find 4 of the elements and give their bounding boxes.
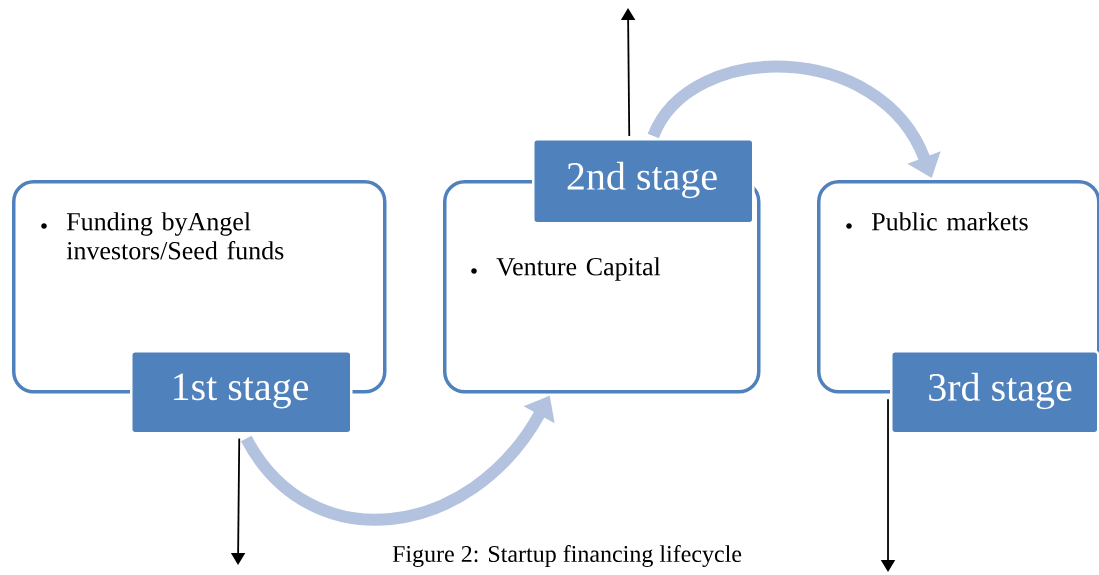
stage-label: 1st stage	[130, 350, 353, 435]
stage-label: 3rd stage	[890, 350, 1099, 435]
stage-label: 2nd stage	[532, 138, 755, 225]
caption: Figure 2: Startup financing lifecycle	[392, 545, 742, 568]
